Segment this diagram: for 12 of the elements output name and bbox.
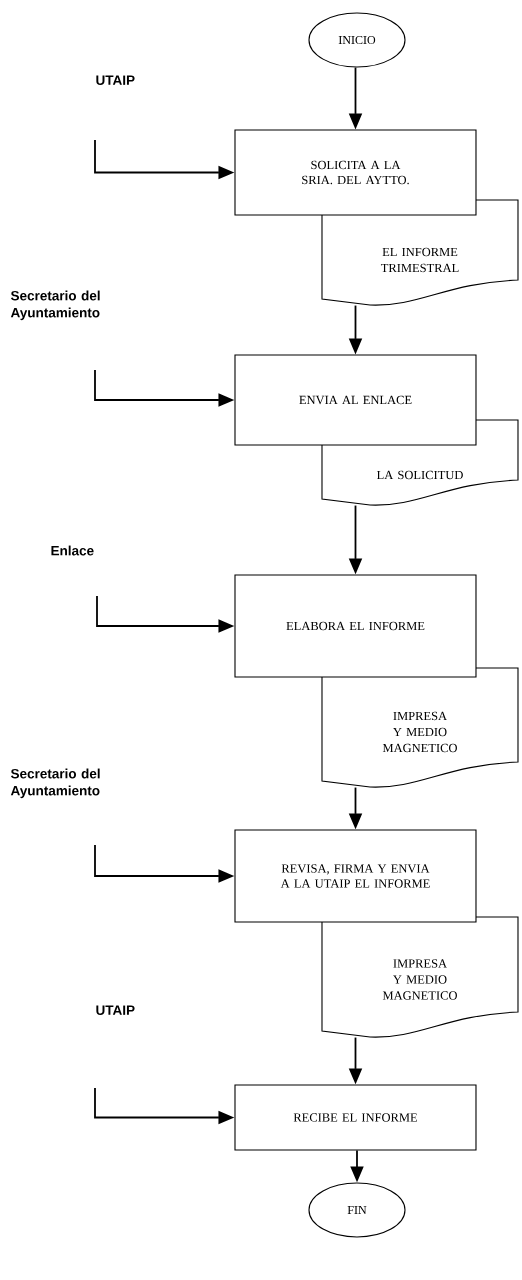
process-box: SOLICITA A LA SRIA. DEL AYTTO. <box>234 129 477 216</box>
role-label: UTAIP <box>96 75 135 85</box>
process-box: ENVIA AL ENLACE <box>234 354 477 446</box>
role-label: Secretario del Ayuntamiento <box>10 768 100 799</box>
role-label: Secretario del Ayuntamiento <box>10 290 100 321</box>
terminal-oval: FIN <box>308 1182 406 1238</box>
process-box: RECIBE EL INFORME <box>234 1084 477 1151</box>
process-box: REVISA, FIRMA Y ENVIA A LA UTAIP EL INFORME <box>234 829 477 923</box>
process-box: ELABORA EL INFORME <box>234 574 477 678</box>
role-label: Enlace <box>51 545 94 556</box>
terminal-oval: INICIO <box>308 12 406 68</box>
role-label: UTAIP <box>96 1005 135 1015</box>
